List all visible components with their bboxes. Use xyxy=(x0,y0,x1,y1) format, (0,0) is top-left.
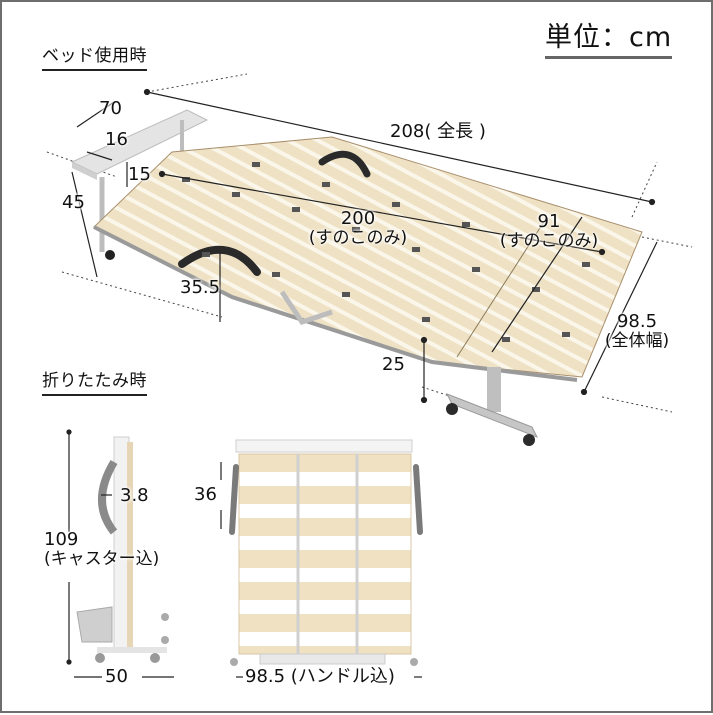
dim-headboard-height: 45 xyxy=(62,192,85,213)
unit-label: 単位：cm xyxy=(545,22,673,60)
dim-slat-width-value: 91 xyxy=(537,211,561,232)
dim-total-width: 98.5 (全体幅) xyxy=(592,312,682,350)
dim-bed-height: 35.5 xyxy=(180,277,221,298)
dimension-lines xyxy=(71,88,658,404)
dim-slat-length: 200 (すのこのみ) xyxy=(298,209,418,247)
dim-total-width-value: 98.5 xyxy=(616,311,658,332)
dim-slat-length-note: (すのこのみ) xyxy=(308,227,408,248)
dim-slat-width: 91 (すのこのみ) xyxy=(489,212,609,250)
dim-headboard-shelf: 16 xyxy=(105,129,128,150)
dim-folded-handle-depth: 3.8 xyxy=(120,485,149,506)
dim-folded-height-value: 109 xyxy=(44,529,79,550)
dim-total-width-note: (全体幅) xyxy=(604,330,670,351)
dim-total-length: 208( 全長 ) xyxy=(390,121,486,142)
dim-folded-height: 109 (キャスター込) xyxy=(44,530,159,568)
dim-floor-clearance: 25 xyxy=(382,354,405,375)
dim-slat-length-value: 200 xyxy=(340,208,376,229)
dim-folded-depth: 50 xyxy=(105,666,128,687)
dim-folded-handle-height: 36 xyxy=(194,484,217,505)
folded-side-illustration xyxy=(66,429,174,678)
dim-folded-width: 98.5 (ハンドル込) xyxy=(245,666,395,687)
folded-front-illustration xyxy=(220,439,423,678)
dim-headboard-gap: 15 xyxy=(128,164,151,185)
dim-folded-height-note: (キャスター込) xyxy=(44,548,160,569)
dim-headboard-depth: 70 xyxy=(99,98,122,119)
in-use-heading: ベッド使用時 xyxy=(42,46,147,72)
dim-slat-width-note: (すのこのみ) xyxy=(499,230,599,251)
folded-heading: 折りたたみ時 xyxy=(42,371,147,397)
